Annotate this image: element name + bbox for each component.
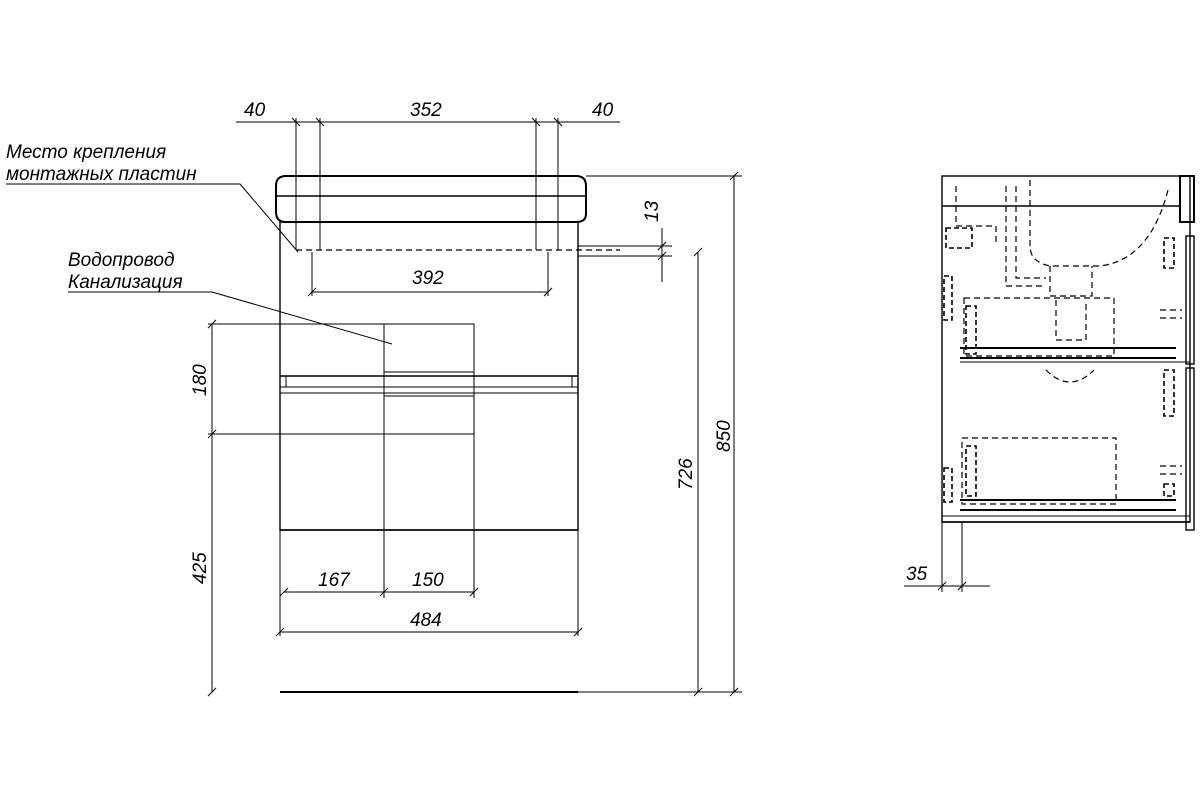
label-water-2: Канализация xyxy=(68,272,183,293)
dim-425: 425 xyxy=(190,552,211,584)
dim-150: 150 xyxy=(412,570,444,591)
dim-top-right-40: 40 xyxy=(592,100,614,121)
dim-top-352: 352 xyxy=(410,100,442,121)
dim-13: 13 xyxy=(642,200,663,222)
label-mount-plates-1: Место крепления xyxy=(6,142,166,163)
dim-35: 35 xyxy=(906,564,928,585)
front-dimensions: 40 352 40 392 13 180 425 167 150 xyxy=(190,100,742,697)
side-view xyxy=(941,175,1195,592)
sink-top xyxy=(275,175,587,223)
dim-392: 392 xyxy=(412,268,444,289)
dim-top-left-40: 40 xyxy=(244,100,266,121)
dim-167: 167 xyxy=(318,570,351,591)
dim-850: 850 xyxy=(714,420,735,452)
dim-180: 180 xyxy=(190,364,211,396)
dim-484: 484 xyxy=(410,610,442,631)
plumbing-zone xyxy=(383,323,475,435)
dim-726: 726 xyxy=(676,458,697,490)
label-water-1: Водопровод xyxy=(68,250,174,271)
side-dimensions: 35 xyxy=(904,522,990,592)
label-mount-plates-2: монтажных пластин xyxy=(6,164,197,185)
callouts: Место крепления монтажных пластин Водопр… xyxy=(6,142,393,345)
front-view xyxy=(275,118,620,693)
